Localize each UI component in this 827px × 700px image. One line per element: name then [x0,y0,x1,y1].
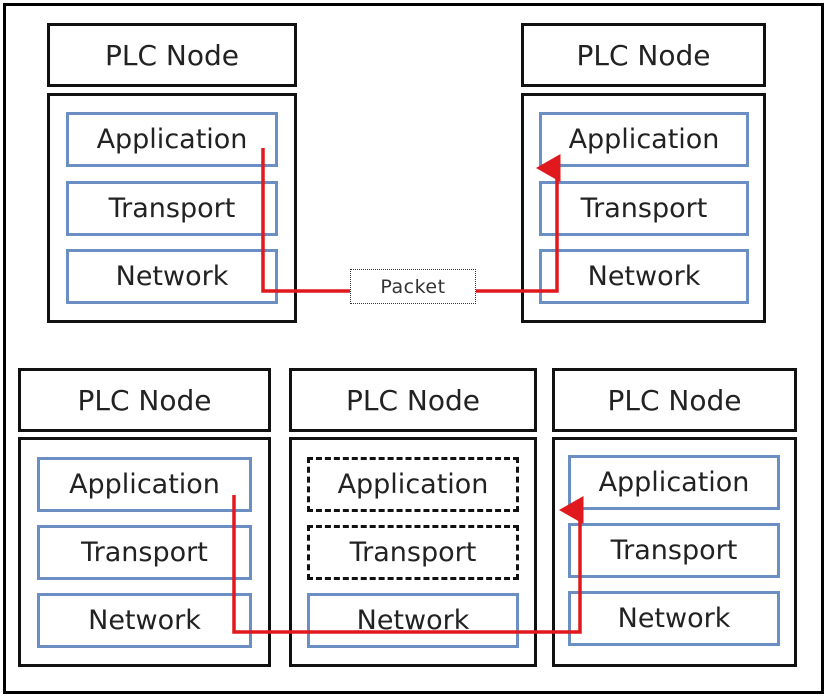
bottom-left-network-layer: Network [37,593,252,648]
top-left-network-layer: Network [66,249,278,304]
bottom-right-network-layer: Network [568,591,780,646]
bottom-relay-application-layer-inactive: Application [307,457,519,512]
top-left-node-title: PLC Node [47,23,297,87]
bottom-left-transport-layer: Transport [37,525,252,580]
bottom-right-application-layer: Application [568,455,780,510]
bottom-relay-node-title: PLC Node [289,368,537,432]
packet-label: Packet [350,269,476,304]
top-left-application-layer: Application [66,112,278,167]
top-right-node-title: PLC Node [521,23,766,87]
bottom-left-node-title: PLC Node [18,368,271,432]
top-right-transport-layer: Transport [539,181,749,236]
top-right-network-layer: Network [539,249,749,304]
top-left-transport-layer: Transport [66,181,278,236]
bottom-left-application-layer: Application [37,457,252,512]
bottom-right-transport-layer: Transport [568,523,780,578]
top-right-application-layer: Application [539,112,749,167]
bottom-relay-transport-layer-inactive: Transport [307,525,519,580]
bottom-right-node-title: PLC Node [552,368,797,432]
bottom-flow-arrow [232,495,584,634]
